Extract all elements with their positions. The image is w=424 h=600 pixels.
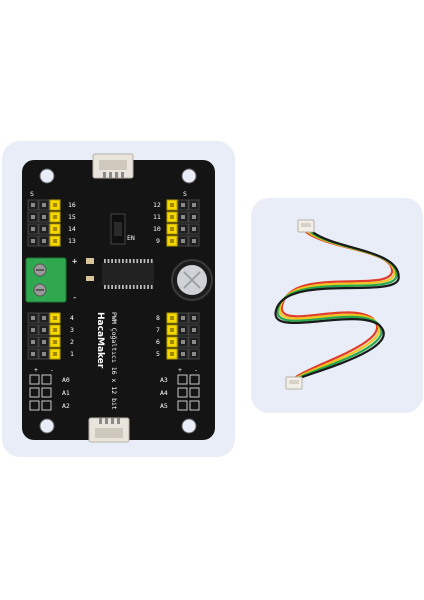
mounting-hole — [181, 418, 197, 434]
channel-label: 11 — [153, 213, 161, 221]
bottom-header-plus: + — [34, 366, 38, 374]
channel-label: 8 — [156, 314, 160, 322]
enable-jumper: EN — [110, 213, 135, 245]
channel-label: 16 — [68, 201, 76, 209]
pwm-driver-board: S S 16 15 14 13 4 3 2 1 12 11 10 9 8 7 6… — [22, 153, 215, 443]
cable-wire — [278, 230, 396, 379]
jst-cable — [274, 219, 400, 390]
channel-label: 7 — [156, 326, 160, 334]
smd-component — [86, 276, 94, 281]
channel-label: 3 — [70, 326, 74, 334]
board-subtitle: PWM Çoğaltıcı 16 x 12 bit — [110, 312, 118, 410]
address-label: A5 — [160, 402, 168, 410]
channel-label: 6 — [156, 338, 160, 346]
left-channel-labels: 16 15 14 13 4 3 2 1 — [68, 201, 76, 358]
address-label: A0 — [62, 376, 70, 384]
header-mark-s: S — [30, 190, 34, 198]
mounting-hole — [181, 168, 197, 184]
mounting-hole — [39, 418, 55, 434]
bottom-header-minus: - — [50, 366, 54, 374]
brand-group: HacaMaker — [95, 312, 105, 369]
polarity-minus: - — [72, 293, 77, 303]
right-bottom-pin-header — [166, 312, 200, 360]
address-label: A1 — [62, 389, 70, 397]
channel-label: 5 — [156, 350, 160, 358]
cable-wire — [274, 230, 400, 379]
pca9685-chip — [102, 259, 154, 289]
channel-label: 9 — [156, 237, 160, 245]
top-jst-connector — [92, 153, 134, 179]
channel-label: 12 — [153, 201, 161, 209]
cable-wire — [276, 230, 398, 379]
subtitle-group: PWM Çoğaltıcı 16 x 12 bit — [110, 312, 118, 410]
address-label: A3 — [160, 376, 168, 384]
left-bottom-pin-header — [27, 312, 61, 360]
bottom-jst-connector — [88, 417, 130, 443]
smd-component — [86, 258, 94, 264]
channel-label: 14 — [68, 225, 76, 233]
channel-label: 1 — [70, 350, 74, 358]
channel-label: 2 — [70, 338, 74, 346]
address-pads-left: A0 A1 A2 — [29, 374, 70, 411]
right-channel-labels: 12 11 10 9 8 7 6 5 — [153, 201, 161, 358]
power-screw-terminal — [25, 257, 67, 303]
cable-connector-top — [297, 219, 315, 233]
brand-text: HacaMaker — [95, 312, 105, 369]
channel-label: 15 — [68, 213, 76, 221]
left-top-pin-header — [27, 199, 61, 247]
address-label: A4 — [160, 389, 168, 397]
channel-label: 13 — [68, 237, 76, 245]
channel-label: 10 — [153, 225, 161, 233]
address-pads-right: A3 A4 A5 — [160, 374, 200, 411]
polarity-plus: + — [72, 257, 78, 267]
jumper-label: EN — [127, 234, 135, 242]
channel-label: 4 — [70, 314, 74, 322]
cable-connector-bottom — [285, 376, 303, 390]
header-mark-s-right: S — [183, 190, 187, 198]
bottom-header-minus-right: - — [194, 366, 198, 374]
bottom-header-plus-right: + — [178, 366, 182, 374]
mounting-hole — [39, 168, 55, 184]
address-label: A2 — [62, 402, 70, 410]
electrolytic-capacitor — [171, 259, 213, 301]
right-top-pin-header — [166, 199, 200, 247]
